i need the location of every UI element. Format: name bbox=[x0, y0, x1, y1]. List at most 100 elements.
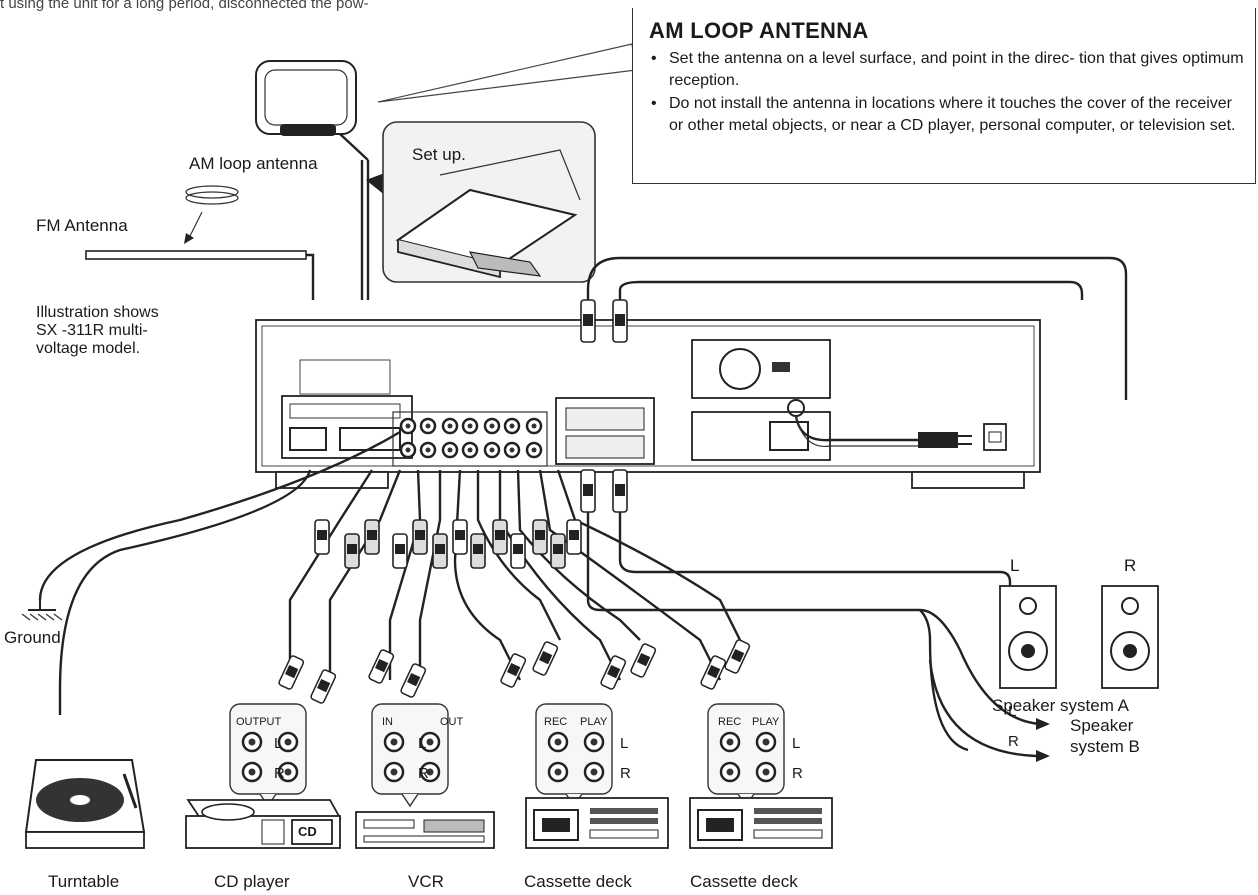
device-jack-center bbox=[426, 768, 434, 776]
rca-plug-band bbox=[395, 544, 405, 554]
speaker-a-r-label: R bbox=[1124, 556, 1137, 575]
device-plug-band bbox=[285, 664, 299, 679]
device-jack-center bbox=[248, 738, 256, 746]
note-list: Set the antenna on a level surface, and … bbox=[649, 48, 1245, 138]
device-jack-center bbox=[390, 768, 398, 776]
panel-3-heading-left: REC bbox=[544, 716, 568, 728]
cassette-deck-2-device bbox=[689, 797, 833, 849]
rca-plug-band bbox=[347, 544, 357, 554]
device-jack-center bbox=[284, 738, 292, 746]
panel-2-heading-right: OUT bbox=[440, 716, 464, 728]
rca-plug-band bbox=[317, 530, 327, 540]
device-plug-band bbox=[407, 672, 421, 687]
panel-3-label-r: R bbox=[620, 765, 631, 782]
panel-pointer bbox=[401, 793, 419, 808]
device-label-cassette-deck-2: Cassette deck bbox=[690, 872, 798, 891]
rca-plug-band bbox=[553, 544, 563, 554]
receiver-jack-center bbox=[447, 423, 453, 429]
panel-3-heading-right: PLAY bbox=[580, 716, 608, 728]
am-loop-note: AM LOOP ANTENNA Set the antenna on a lev… bbox=[632, 8, 1256, 184]
device-jack-center bbox=[726, 768, 734, 776]
rca-plug-band bbox=[435, 544, 445, 554]
rca-plugs bbox=[278, 299, 751, 704]
fm-antenna bbox=[85, 185, 315, 300]
speaker-wires bbox=[586, 256, 1128, 762]
receiver-jack-center bbox=[509, 423, 515, 429]
cd-badge: CD bbox=[298, 824, 317, 839]
panel-2-label-r: R bbox=[418, 765, 429, 782]
am-loop-label: AM loop antenna bbox=[189, 154, 318, 173]
fm-antenna-label: FM Antenna bbox=[36, 216, 128, 235]
speaker-b-label-line-1: Speaker bbox=[1070, 716, 1134, 735]
callout-pointer bbox=[377, 43, 637, 103]
speaker-plug-band bbox=[583, 314, 593, 326]
vcr-device bbox=[355, 811, 495, 849]
receiver-jack-center bbox=[425, 423, 431, 429]
cd-player-device bbox=[185, 799, 342, 849]
jack-panels bbox=[229, 703, 785, 808]
device-jack-center bbox=[248, 768, 256, 776]
device-jack-center bbox=[390, 738, 398, 746]
note-item-2: Do not install the antenna in locations … bbox=[649, 93, 1245, 137]
receiver-jack-center bbox=[405, 423, 411, 429]
panel-3-label-l: L bbox=[620, 735, 629, 752]
cassette-deck-1-device bbox=[525, 797, 669, 849]
rca-plug-band bbox=[495, 530, 505, 540]
device-label-vcr: VCR bbox=[408, 872, 444, 891]
setup-inset bbox=[382, 121, 596, 283]
speaker-plug-band bbox=[583, 484, 593, 496]
device-plug-band bbox=[539, 650, 553, 665]
device-jack-center bbox=[554, 768, 562, 776]
header-fragment: t using the unit for a long period, disc… bbox=[0, 0, 369, 12]
receiver-jack-center bbox=[425, 447, 431, 453]
device-label-cassette-deck-1: Cassette deck bbox=[524, 872, 632, 891]
rca-plug-band bbox=[367, 530, 377, 540]
panel-4-label-l: L bbox=[792, 735, 801, 752]
rca-plug-band bbox=[513, 544, 523, 554]
rca-plug-band bbox=[535, 530, 545, 540]
panel-4-heading-right: PLAY bbox=[752, 716, 780, 728]
panel-1-heading: OUTPUT bbox=[236, 716, 282, 728]
device-plug-band bbox=[731, 648, 745, 663]
turntable bbox=[24, 759, 146, 849]
device-plug-band bbox=[507, 662, 521, 677]
speaker-right bbox=[1101, 585, 1159, 689]
note-item-1: Set the antenna on a level surface, and … bbox=[649, 48, 1245, 92]
rca-plug-band bbox=[415, 530, 425, 540]
illustration-note-line-1: Illustration shows bbox=[36, 304, 159, 321]
device-jack-center bbox=[590, 768, 598, 776]
device-cables bbox=[58, 469, 742, 715]
device-label-turntable: Turntable bbox=[48, 872, 120, 891]
rca-plug-band bbox=[455, 530, 465, 540]
device-jack-center bbox=[284, 768, 292, 776]
receiver-back-panel bbox=[255, 319, 1041, 489]
am-loop-antenna bbox=[255, 60, 370, 300]
receiver-jack-center bbox=[489, 447, 495, 453]
speaker-b-r-label: R bbox=[1008, 733, 1019, 750]
receiver-jack-center bbox=[405, 447, 411, 453]
panel-2-label-l: L bbox=[418, 735, 427, 752]
setup-label: Set up. bbox=[412, 145, 466, 164]
speaker-plug-band bbox=[615, 314, 625, 326]
panel-4-label-r: R bbox=[792, 765, 803, 782]
device-plug-band bbox=[317, 678, 331, 693]
note-title: AM LOOP ANTENNA bbox=[649, 18, 869, 43]
receiver-jack-center bbox=[467, 447, 473, 453]
rca-plug-band bbox=[569, 530, 579, 540]
illustration-note-line-3: voltage model. bbox=[36, 340, 141, 357]
ac-power-cord bbox=[794, 415, 1007, 451]
receiver-jack-center bbox=[467, 423, 473, 429]
speaker-b-l-label: L bbox=[1008, 703, 1017, 720]
panel-1-label-l: L bbox=[274, 735, 283, 752]
ground-wire bbox=[21, 430, 401, 621]
receiver-jack-center bbox=[531, 447, 537, 453]
rca-plug-band bbox=[473, 544, 483, 554]
speaker-a-l-label: L bbox=[1010, 556, 1020, 575]
device-jack-center bbox=[554, 738, 562, 746]
device-jack-center bbox=[762, 768, 770, 776]
receiver-rca-jacks bbox=[399, 417, 543, 459]
device-plug-band bbox=[637, 652, 651, 667]
device-jack-center bbox=[590, 738, 598, 746]
panel-4-heading-left: REC bbox=[718, 716, 742, 728]
